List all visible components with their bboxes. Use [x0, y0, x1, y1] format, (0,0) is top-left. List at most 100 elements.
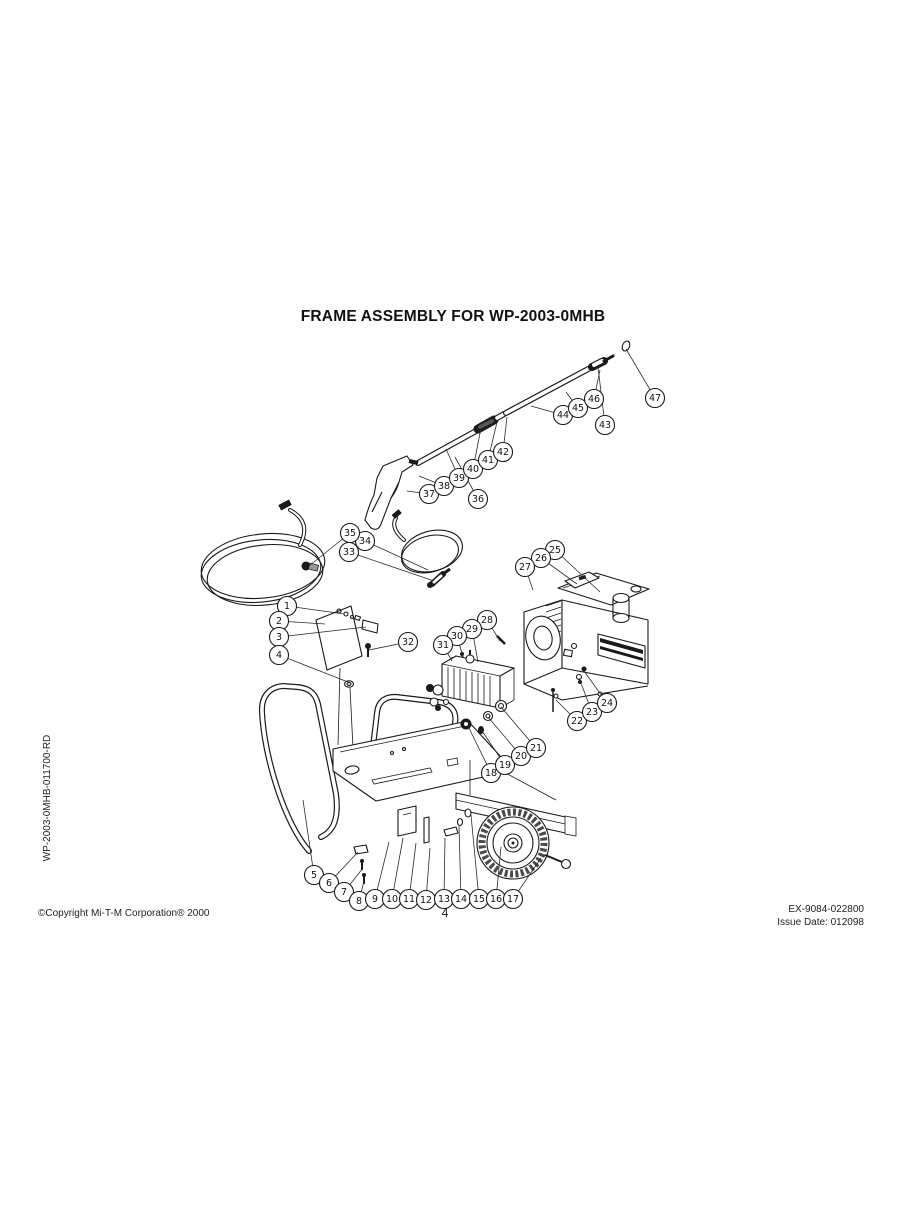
issue-date: Issue Date: 012098	[777, 916, 864, 928]
page-number: 4	[441, 906, 449, 920]
callout-47: 47	[644, 387, 666, 409]
callout-39: 39	[448, 467, 470, 489]
svg-text:15: 15	[473, 894, 485, 905]
callout-23: 23	[581, 701, 603, 723]
svg-text:34: 34	[359, 536, 371, 547]
leader-line-3	[278, 626, 367, 638]
callout-10: 10	[381, 888, 403, 910]
foot-block	[353, 844, 369, 855]
engine	[451, 571, 650, 712]
callout-21: 21	[525, 737, 547, 759]
jumper-hose	[391, 509, 463, 588]
pressure-hose-coil	[200, 499, 326, 606]
svg-text:1: 1	[284, 601, 290, 612]
callout-35: 35	[339, 522, 361, 544]
document-number: EX-9084-022800	[788, 904, 864, 915]
svg-text:17: 17	[507, 894, 519, 905]
svg-text:3: 3	[276, 632, 282, 643]
svg-text:43: 43	[599, 420, 611, 431]
svg-text:18: 18	[485, 768, 497, 779]
callout-8: 8	[348, 890, 370, 912]
callout-26: 26	[530, 547, 552, 569]
svg-text:6: 6	[326, 878, 332, 889]
svg-text:28: 28	[481, 615, 493, 626]
svg-text:29: 29	[466, 624, 478, 635]
callout-17: 17	[502, 888, 524, 910]
svg-text:7: 7	[341, 887, 347, 898]
leader-line-34	[364, 540, 429, 571]
callout-11: 11	[398, 888, 420, 910]
callout-19: 19	[494, 754, 516, 776]
svg-text:27: 27	[519, 562, 531, 573]
svg-text:38: 38	[438, 481, 450, 492]
callout-12: 12	[415, 889, 437, 911]
leader-line-25	[554, 549, 601, 593]
callout-32: 32	[397, 631, 419, 653]
callout-13: 13	[433, 888, 455, 910]
o-ring-part	[621, 340, 631, 352]
callout-46: 46	[583, 388, 605, 410]
callout-4: 4	[268, 644, 290, 666]
svg-text:37: 37	[423, 489, 435, 500]
svg-text:9: 9	[372, 894, 378, 905]
callout-43: 43	[594, 414, 616, 436]
axle-pin-head	[560, 858, 572, 870]
frame-cart	[258, 683, 577, 884]
callout-40: 40	[462, 458, 484, 480]
svg-text:32: 32	[402, 637, 414, 648]
page-title: FRAME ASSEMBLY FOR WP-2003-0MHB	[300, 308, 606, 325]
svg-text:11: 11	[403, 894, 415, 905]
callout-22: 22	[566, 710, 588, 732]
callout-9: 9	[364, 888, 386, 910]
callout-31: 31	[432, 634, 454, 656]
svg-text:30: 30	[451, 631, 463, 642]
callout-14: 14	[450, 888, 472, 910]
callout-6: 6	[318, 872, 340, 894]
svg-text:33: 33	[343, 547, 355, 558]
callout-36: 36	[467, 488, 489, 510]
wand-assembly	[415, 340, 631, 466]
svg-text:14: 14	[455, 894, 467, 905]
screw-part	[365, 643, 371, 649]
leader-line-13	[443, 837, 446, 900]
pump	[426, 650, 515, 734]
panel-bracket	[361, 619, 379, 634]
svg-text:26: 26	[535, 553, 547, 564]
callout-24: 24	[596, 692, 618, 714]
svg-text:4: 4	[276, 650, 282, 661]
svg-text:10: 10	[386, 894, 398, 905]
svg-text:16: 16	[490, 894, 502, 905]
callout-28: 28	[476, 609, 498, 631]
svg-text:12: 12	[420, 895, 432, 906]
svg-text:22: 22	[571, 716, 583, 727]
copyright-text: ©Copyright Mi-T-M Corporation® 2000	[38, 908, 210, 919]
svg-text:19: 19	[499, 760, 511, 771]
svg-text:41: 41	[482, 455, 494, 466]
fitting-part	[482, 710, 494, 722]
svg-text:45: 45	[572, 403, 584, 414]
svg-text:25: 25	[549, 545, 561, 556]
svg-text:36: 36	[472, 494, 484, 505]
svg-text:24: 24	[601, 698, 613, 709]
callout-3: 3	[268, 626, 290, 648]
svg-text:13: 13	[438, 894, 450, 905]
leader-line-33	[348, 551, 435, 582]
leader-line-14	[458, 825, 462, 900]
svg-text:39: 39	[453, 473, 465, 484]
callout-7: 7	[333, 881, 355, 903]
svg-text:35: 35	[344, 528, 356, 539]
svg-text:2: 2	[276, 616, 282, 627]
svg-text:31: 31	[437, 640, 449, 651]
callout-42: 42	[492, 441, 514, 463]
callout-30: 30	[446, 625, 468, 647]
spray-gun	[364, 455, 419, 530]
leader-line-5	[302, 799, 315, 876]
svg-text:8: 8	[356, 896, 362, 907]
svg-text:5: 5	[311, 870, 317, 881]
leader-line-10	[391, 837, 404, 900]
leader-line-4	[278, 654, 349, 683]
svg-text:42: 42	[497, 447, 509, 458]
